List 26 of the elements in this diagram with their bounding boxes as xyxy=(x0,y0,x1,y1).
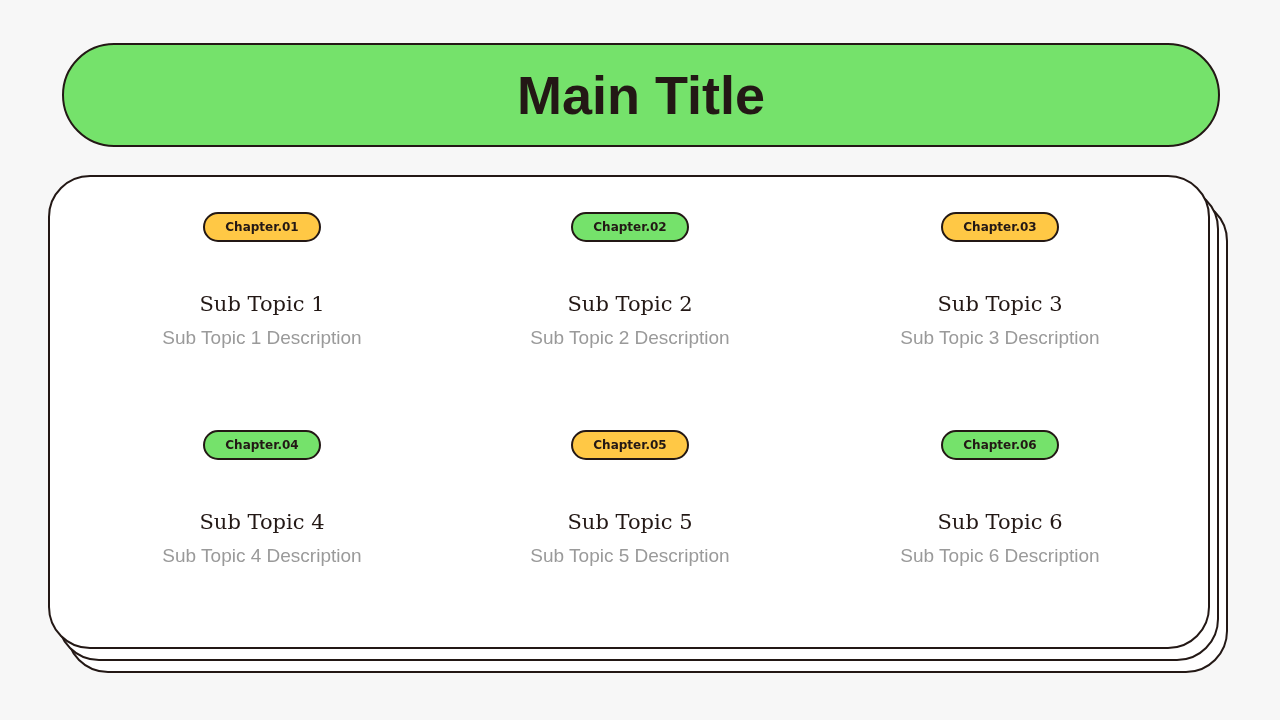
chapter-tag xyxy=(941,430,1059,460)
subtopic-description: Sub Topic 2 Description xyxy=(530,328,730,347)
chapter-tag xyxy=(203,212,321,242)
chapter-label: Chapter.03 xyxy=(963,221,1037,233)
subtopic-heading: Sub Topic 3 xyxy=(937,294,1063,315)
chapter-label: Chapter.06 xyxy=(963,439,1037,451)
chapter-label: Chapter.02 xyxy=(593,221,667,233)
chapter-tag xyxy=(203,430,321,460)
subtopic-description: Sub Topic 1 Description xyxy=(162,328,362,347)
subtopic-heading: Sub Topic 5 xyxy=(567,512,693,533)
subtopic-description: Sub Topic 3 Description xyxy=(900,328,1100,347)
subtopic-heading: Sub Topic 6 xyxy=(937,512,1063,533)
chapter-label: Chapter.05 xyxy=(593,439,667,451)
title-text: Main Title xyxy=(516,68,765,122)
chapter-label: Chapter.04 xyxy=(225,439,299,451)
subtopic-description: Sub Topic 4 Description xyxy=(162,546,362,565)
subtopic-description: Sub Topic 6 Description xyxy=(900,546,1100,565)
chapter-tag xyxy=(571,430,689,460)
subtopic-heading: Sub Topic 2 xyxy=(567,294,693,315)
chapter-tag xyxy=(941,212,1059,242)
chapter-label: Chapter.01 xyxy=(225,221,299,233)
content-card xyxy=(48,175,1210,649)
subtopic-heading: Sub Topic 1 xyxy=(199,294,325,315)
subtopic-description: Sub Topic 5 Description xyxy=(530,546,730,565)
chapter-tag xyxy=(571,212,689,242)
subtopic-heading: Sub Topic 4 xyxy=(199,512,325,533)
